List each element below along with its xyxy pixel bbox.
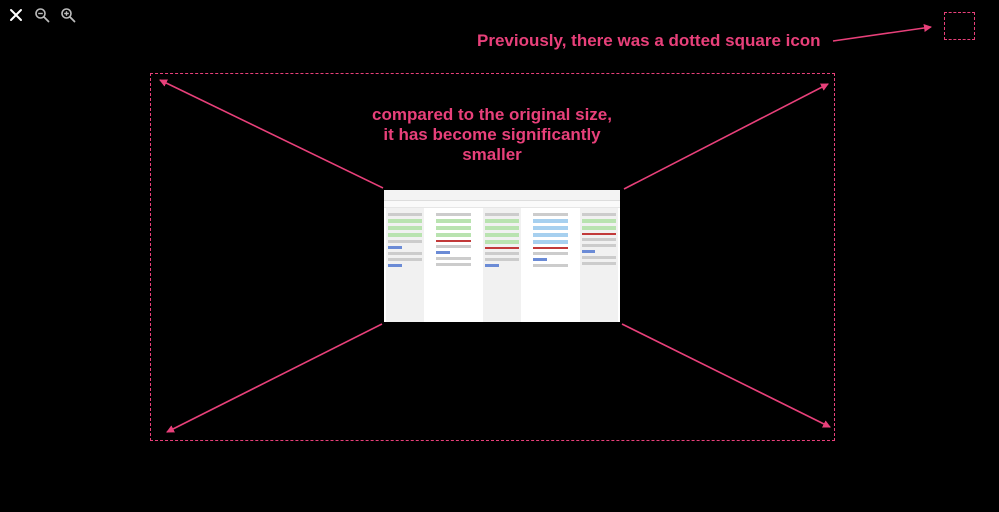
- close-button[interactable]: [6, 5, 26, 25]
- zoom-in-button[interactable]: [58, 5, 78, 25]
- preview-title-bar: [384, 190, 620, 201]
- arrow-bottom-right: [621, 323, 831, 428]
- original-size-frame: [150, 73, 835, 441]
- arrow-to-dotted-square: [832, 24, 932, 42]
- dotted-square-icon: [944, 12, 975, 40]
- viewer-toolbar: [6, 5, 78, 25]
- preview-column: [434, 208, 473, 322]
- preview-menu-bar: [384, 201, 620, 208]
- arrow-bottom-left: [166, 323, 383, 433]
- annotation-previous-icon-note: Previously, there was a dotted square ic…: [477, 31, 821, 50]
- zoom-out-button[interactable]: [32, 5, 52, 25]
- preview-columns: [386, 208, 619, 322]
- arrow-top-right: [623, 83, 829, 190]
- zoom-in-icon: [61, 8, 76, 23]
- close-icon: [10, 9, 22, 21]
- preview-column: [386, 208, 425, 322]
- arrow-top-left: [159, 79, 384, 189]
- preview-column: [482, 208, 522, 322]
- zoom-out-icon: [35, 8, 50, 23]
- preview-column: [579, 208, 619, 322]
- annotation-size-note: compared to the original size, it has be…: [372, 105, 612, 164]
- preview-column: [531, 208, 570, 322]
- board-preview-image: [384, 190, 620, 322]
